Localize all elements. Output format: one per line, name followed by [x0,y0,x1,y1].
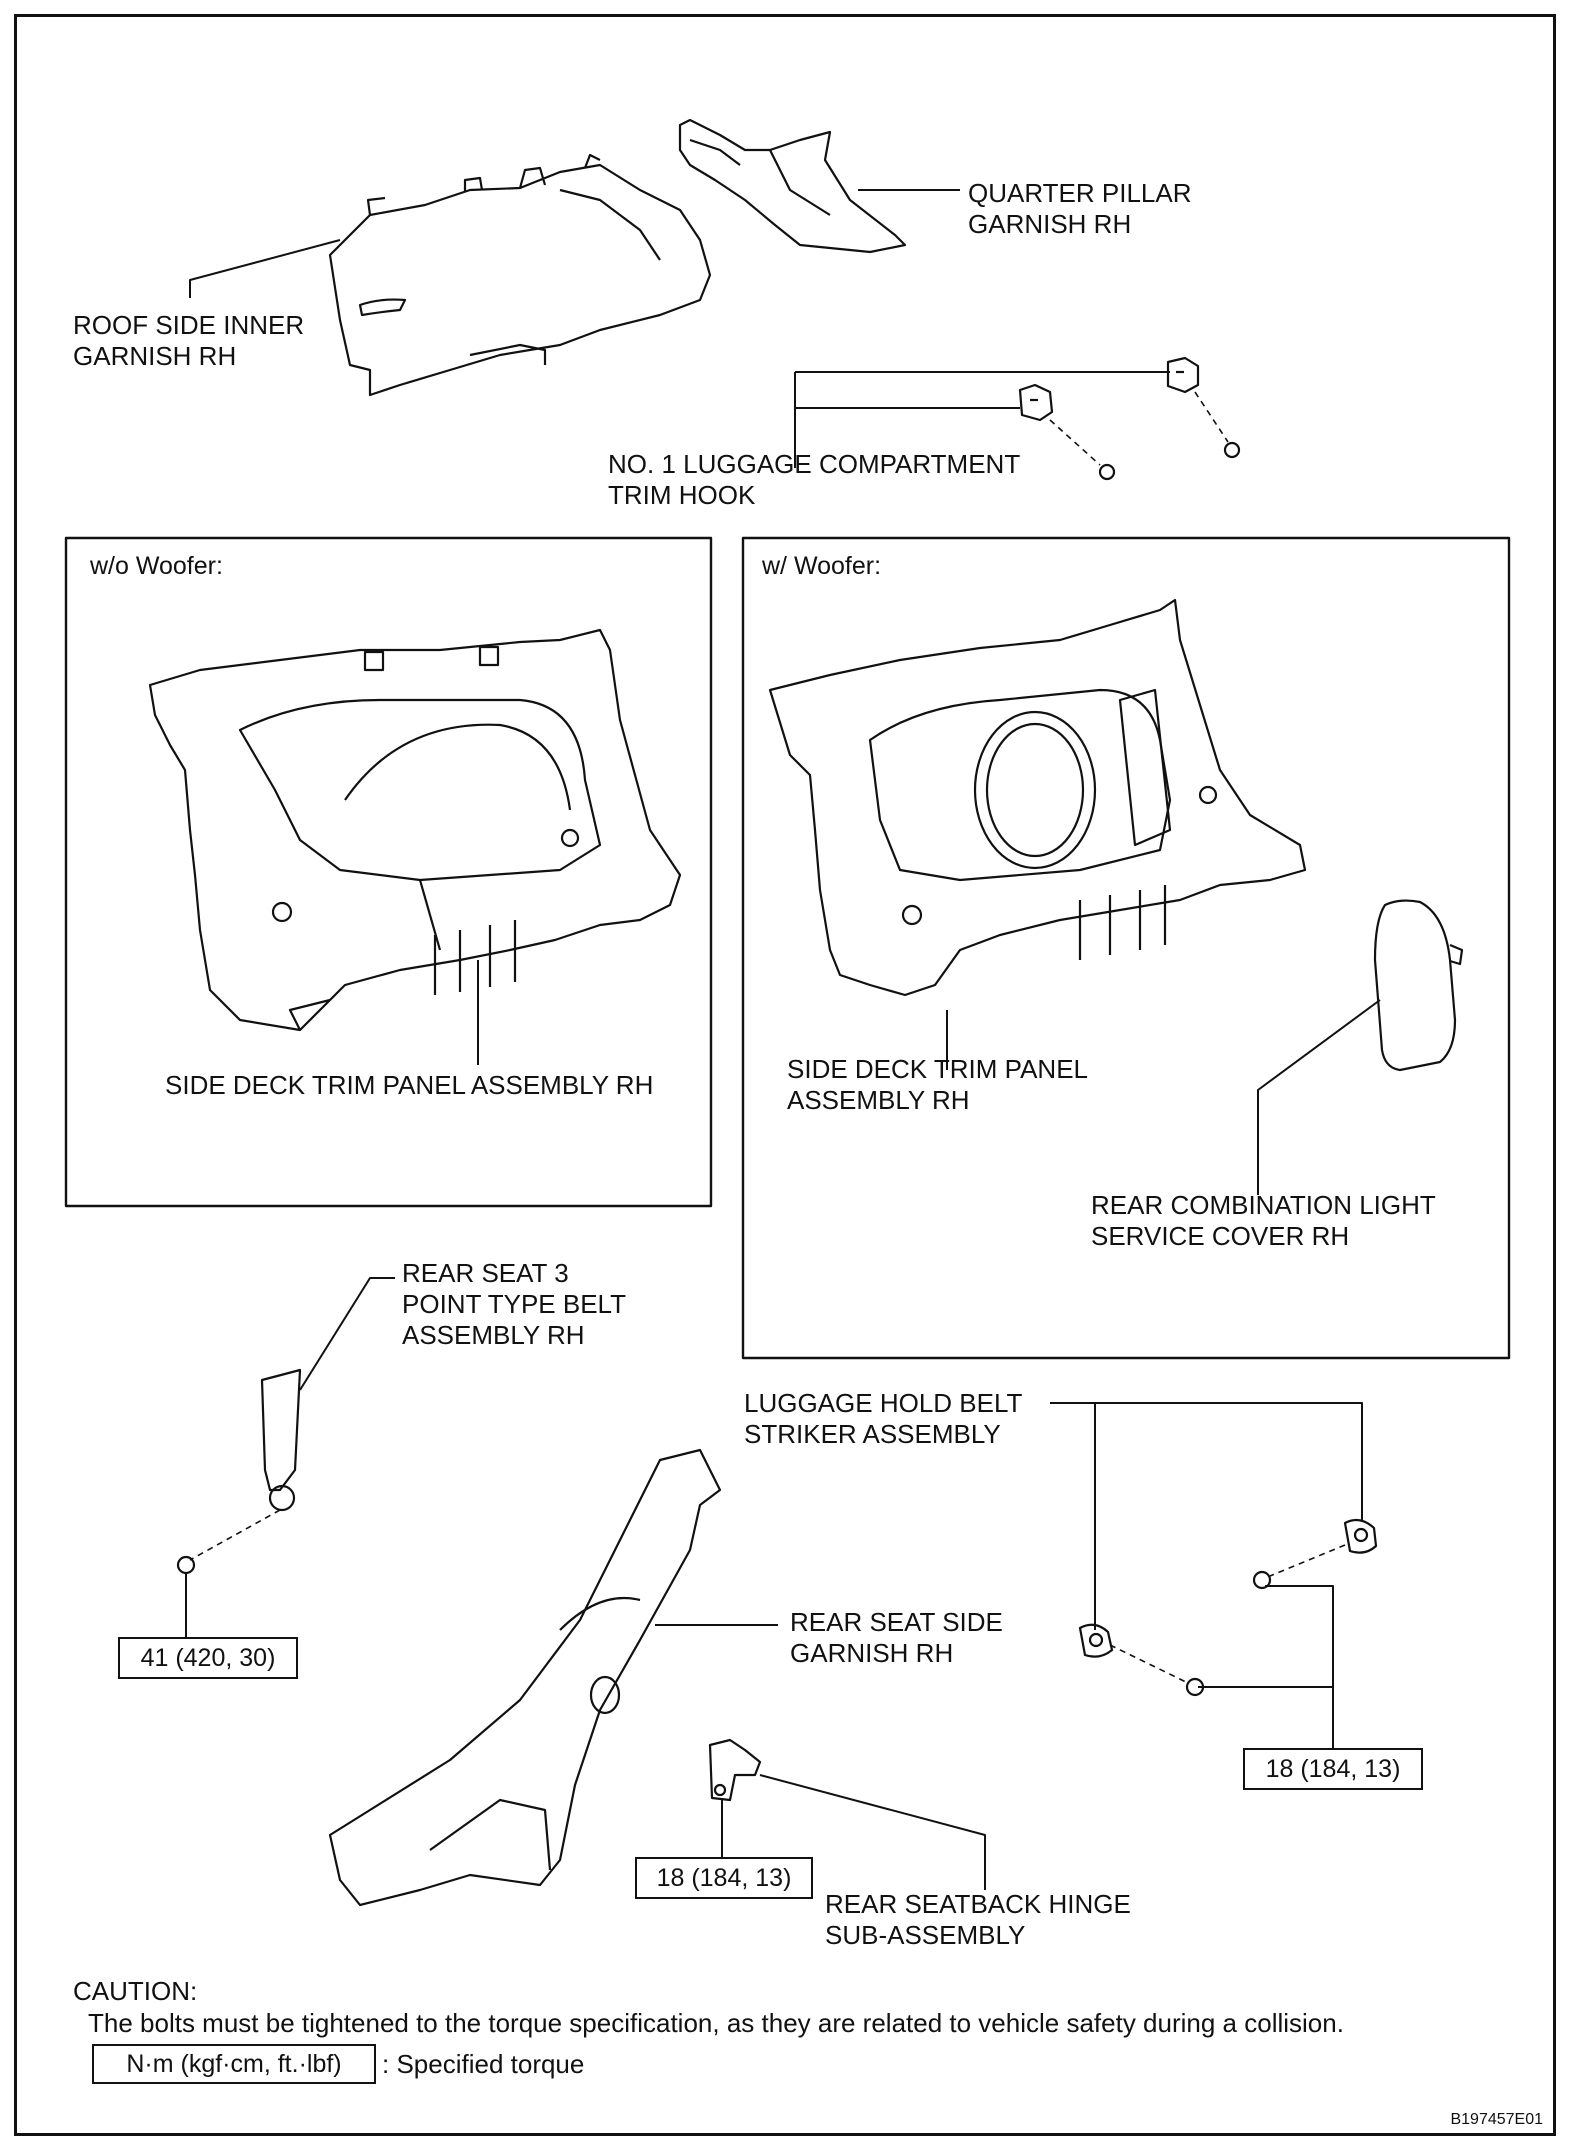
legend-meaning: : Specified torque [382,2049,585,2079]
inset-title-with-woofer: w/ Woofer: [762,552,882,580]
label-luggage-hold-belt-striker: LUGGAGE HOLD BELT STRIKER ASSEMBLY [744,1388,1023,1449]
label-roof-side-inner-garnish: ROOF SIDE INNER GARNISH RH [73,310,305,371]
inset-with-woofer [741,536,1511,1360]
service-cover-part [1373,899,1464,1072]
label-side-deck-panel-with-woofer: SIDE DECK TRIM PANEL ASSEMBLY RH [787,1054,1088,1115]
quarter-pillar-garnish-part [678,118,907,254]
leader-lines [185,189,1381,1890]
label-trim-hook: NO. 1 LUGGAGE COMPARTMENT TRIM HOOK [608,449,1021,510]
seat-belt-part [176,1368,302,1575]
label-rear-seat-belt: REAR SEAT 3 POINT TYPE BELT ASSEMBLY RH [402,1258,626,1350]
label-rear-seat-side-garnish: REAR SEAT SIDE GARNISH RH [790,1607,1003,1668]
inset-title-without-woofer: w/o Woofer: [90,552,223,580]
striker-parts [1078,1518,1378,1697]
label-quarter-pillar-garnish: QUARTER PILLAR GARNISH RH [968,178,1192,239]
caution-heading: CAUTION: [73,1976,198,2006]
torque-belt-box: 41 (420, 30) [118,1637,298,1679]
label-rear-seatback-hinge: REAR SEATBACK HINGE SUB-ASSEMBLY [825,1889,1131,1950]
label-side-deck-panel-without-woofer: SIDE DECK TRIM PANEL ASSEMBLY RH [165,1070,654,1100]
torque-hinge-box: 18 (184, 13) [635,1857,813,1899]
torque-striker-box: 18 (184, 13) [1243,1748,1423,1790]
side-deck-panel-with-woofer-part [768,598,1307,997]
seatback-hinge-part [708,1738,762,1802]
figure-code: B197457E01 [1450,2111,1543,2128]
caution-text: The bolts must be tightened to the torqu… [88,2008,1344,2038]
rear-seat-side-garnish-part [328,1448,722,1907]
legend-unit-box: N·m (kgf·cm, ft.·lbf) [92,2044,376,2084]
diagram-frame [14,14,1556,2136]
label-rear-combination-light-service-cover: REAR COMBINATION LIGHT SERVICE COVER RH [1091,1190,1436,1251]
roof-side-inner-garnish-part [328,153,712,397]
trim-hook-parts [1018,356,1241,481]
inset-without-woofer [64,536,713,1208]
side-deck-panel-without-woofer-part [148,628,682,1032]
